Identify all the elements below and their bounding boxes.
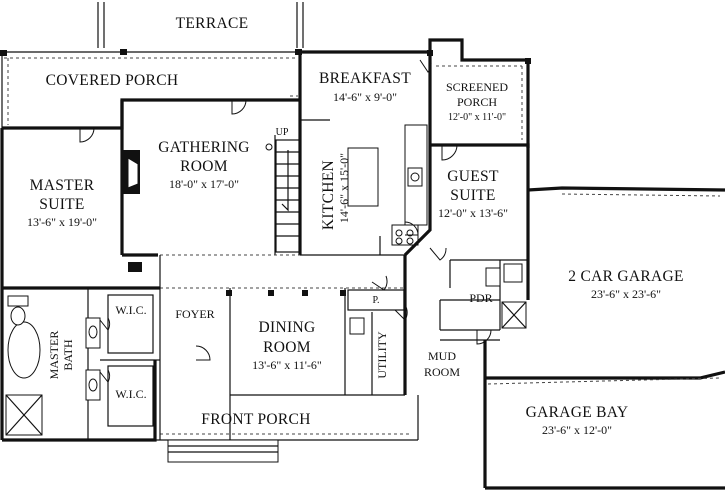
front-porch-label: FRONT PORCH [201, 411, 310, 428]
master-suite-label-1: MASTER [30, 177, 95, 194]
gathering-room-dims: 18'-0" x 17'-0" [169, 177, 239, 191]
garage-label: 2 CAR GARAGE [568, 268, 684, 285]
utility-label: UTILITY [375, 331, 389, 379]
kitchen-label: KITCHEN [320, 160, 337, 230]
screened-porch-dims: 12'-0" x 11'-0" [448, 112, 506, 123]
exterior-walls [0, 38, 725, 490]
gathering-room-label-2: ROOM [180, 158, 228, 175]
kitchen-dims: 14'-6" x 15'-0" [337, 153, 351, 223]
mud-room-label-2: ROOM [424, 365, 460, 379]
porch-dashes [427, 50, 531, 140]
dining-room-label-2: ROOM [263, 339, 311, 356]
covered-porch-label: COVERED PORCH [46, 72, 179, 89]
stair-up-label: UP [276, 127, 289, 138]
master-bath-label-1: MASTER [47, 331, 61, 380]
breakfast-label: BREAKFAST [319, 70, 411, 87]
breakfast-dims: 14'-6" x 9'-0" [333, 90, 397, 104]
gathering-room-label-1: GATHERING [158, 139, 249, 156]
terrace-area [97, 2, 304, 48]
dining-room-dims: 13'-6" x 11'-6" [252, 358, 322, 372]
guest-suite-label-2: SUITE [450, 187, 495, 204]
master-suite-label-2: SUITE [39, 196, 84, 213]
foyer-label: FOYER [175, 307, 214, 321]
dining-room-label-1: DINING [259, 319, 316, 336]
pantry-label: P. [373, 295, 380, 306]
garage-bay-label: GARAGE BAY [526, 404, 629, 421]
screened-porch-label-1: SCREENED [446, 80, 508, 94]
garage-dims: 23'-6" x 23'-6" [591, 287, 661, 301]
terrace-label: TERRACE [176, 15, 249, 32]
room-labels: TERRACE COVERED PORCH BREAKFAST 14'-6" x… [27, 15, 684, 437]
wic-lower-label: W.I.C. [115, 387, 146, 401]
garage-bay-dims: 23'-6" x 12'-0" [542, 423, 612, 437]
interior-walls [2, 100, 528, 440]
guest-suite-dims: 12'-0" x 13'-6" [438, 206, 508, 220]
guest-suite-label-1: GUEST [447, 168, 499, 185]
screened-porch-label-2: PORCH [457, 95, 497, 109]
master-bath-label-2: BATH [61, 339, 75, 371]
stair: UP [265, 127, 301, 253]
mud-room-label-1: MUD [428, 349, 456, 363]
powder-label: PDR [469, 291, 492, 305]
wic-upper-label: W.I.C. [115, 303, 146, 317]
master-suite-dims: 13'-6" x 19'-0" [27, 215, 97, 229]
door-swings [79, 57, 492, 383]
garage-dashes [487, 193, 721, 385]
